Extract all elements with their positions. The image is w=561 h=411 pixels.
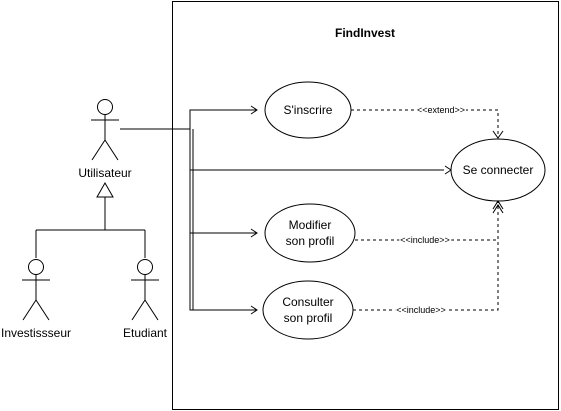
usecase-label-consulter-line1: Consulter: [282, 295, 334, 309]
usecase-label-modifier-line1: Modifier: [288, 218, 332, 232]
actor-utilisateur: [91, 99, 119, 161]
generalization-arrow: [35, 181, 146, 258]
usecase-label-consulter-line2: son profil: [283, 311, 333, 325]
system-title: FindInvest: [334, 26, 396, 40]
relation-label-extend: <<extend>>: [415, 102, 467, 118]
association-lines: [120, 109, 444, 311]
usecase-label-se-connecter: Se connecter: [462, 163, 534, 177]
actor-label-utilisateur: Utilisateur: [78, 166, 132, 180]
usecase-label-sinscrire: S'inscrire: [283, 103, 333, 117]
actor-label-etudiant: Etudiant: [122, 326, 168, 340]
system-boundary: [172, 1, 559, 410]
actor-investisseur: [22, 259, 50, 321]
relation-label-include-edit: <<include>>: [399, 232, 451, 248]
actor-etudiant: [131, 259, 159, 321]
usecase-label-modifier-line2: son profil: [285, 234, 335, 248]
usecase-modifier-profil: [264, 203, 356, 263]
actor-label-investisseur: Investissseur: [0, 326, 72, 340]
usecase-label-modifier-profil: Modifier son profil: [286, 217, 335, 249]
usecase-label-consulter-profil: Consulter son profil: [282, 294, 333, 326]
relation-label-include-view: <<include>>: [395, 302, 447, 318]
dependency-arrowheads: [492, 130, 504, 214]
